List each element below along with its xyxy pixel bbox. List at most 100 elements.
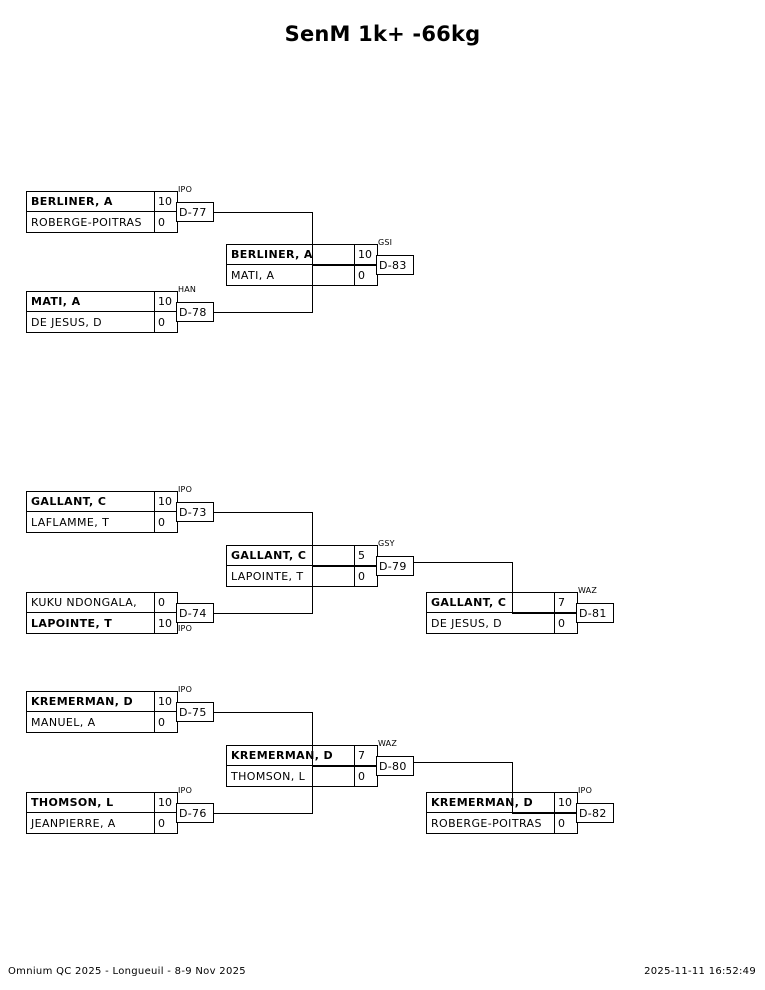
- participant-name: DE JESUS, D: [431, 616, 502, 630]
- footer-event-label: Omnium QC 2025 - Longueuil - 8-9 Nov 202…: [8, 966, 246, 977]
- table-row[interactable]: BERLINER, A 10: [226, 244, 378, 265]
- table-row[interactable]: DE JESUS, D 0: [426, 613, 578, 634]
- connector-d77-down: [312, 212, 313, 265]
- match-type-label: GSY: [378, 539, 395, 548]
- table-row[interactable]: THOMSON, L 10: [26, 792, 178, 813]
- match-box[interactable]: GALLANT, C 7 DE JESUS, D 0: [426, 592, 578, 634]
- connector-d77-out: [213, 212, 313, 213]
- match-box[interactable]: THOMSON, L 10 JEANPIERRE, A 0: [26, 792, 178, 834]
- participant-score: 10: [154, 492, 177, 511]
- connector-d75-out: [213, 712, 313, 713]
- participant-name: KREMERMAN, D: [231, 749, 334, 762]
- table-row[interactable]: GALLANT, C 7: [426, 592, 578, 613]
- match-type-label: IPO: [578, 786, 593, 795]
- match-box[interactable]: KUKU NDONGALA, 0 LAPOINTE, T 10: [26, 592, 178, 634]
- table-row[interactable]: GALLANT, C 5: [226, 545, 378, 566]
- connector-into-d79: [312, 566, 378, 567]
- table-row[interactable]: MANUEL, A 0: [26, 712, 178, 733]
- match-box[interactable]: BERLINER, A 10 ROBERGE-POITRAS 0: [26, 191, 178, 233]
- table-row[interactable]: LAFLAMME, T 0: [26, 512, 178, 533]
- participant-name: LAPOINTE, T: [31, 616, 113, 630]
- match-id-badge[interactable]: D-74: [176, 603, 214, 623]
- participant-score: 0: [154, 712, 177, 732]
- table-row[interactable]: DE JESUS, D 0: [26, 312, 178, 333]
- connector-into-d80: [312, 766, 378, 767]
- table-row[interactable]: KREMERMAN, D 10: [426, 792, 578, 813]
- match-box[interactable]: KREMERMAN, D 10 ROBERGE-POITRAS 0: [426, 792, 578, 834]
- match-type-label: WAZ: [378, 739, 398, 748]
- participant-score: 10: [154, 613, 177, 633]
- participant-score: 0: [154, 593, 177, 612]
- participant-name: MATI, A: [231, 268, 275, 282]
- connector-d78-out: [213, 312, 313, 313]
- match-box[interactable]: GALLANT, C 5 LAPOINTE, T 0: [226, 545, 378, 587]
- participant-score: 0: [354, 265, 377, 285]
- match-id-badge[interactable]: D-77: [176, 202, 214, 222]
- match-box[interactable]: GALLANT, C 10 LAFLAMME, T 0: [26, 491, 178, 533]
- match-box[interactable]: KREMERMAN, D 10 MANUEL, A 0: [26, 691, 178, 733]
- connector-d79-out: [413, 562, 513, 563]
- table-row[interactable]: ROBERGE-POITRAS 0: [426, 813, 578, 834]
- participant-name: MANUEL, A: [31, 715, 96, 729]
- match-box[interactable]: MATI, A 10 DE JESUS, D 0: [26, 291, 178, 333]
- participant-score: 10: [154, 692, 177, 711]
- connector-d74-out: [213, 613, 313, 614]
- connector-d74-up: [312, 566, 313, 614]
- table-row[interactable]: LAPOINTE, T 10: [26, 613, 178, 634]
- table-row[interactable]: KREMERMAN, D 7: [226, 745, 378, 766]
- match-id-badge[interactable]: D-82: [576, 803, 614, 823]
- participant-score: 0: [154, 212, 177, 232]
- match-type-label: HAN: [178, 285, 197, 294]
- participant-score: 10: [554, 793, 577, 812]
- participant-score: 0: [354, 766, 377, 786]
- match-box[interactable]: BERLINER, A 10 MATI, A 0: [226, 244, 378, 286]
- table-row[interactable]: MATI, A 0: [226, 265, 378, 286]
- match-id-badge[interactable]: D-73: [176, 502, 214, 522]
- participant-name: DE JESUS, D: [31, 315, 102, 329]
- table-row[interactable]: LAPOINTE, T 0: [226, 566, 378, 587]
- match-id-badge[interactable]: D-79: [376, 556, 414, 576]
- participant-name: LAPOINTE, T: [231, 569, 304, 583]
- participant-score: 0: [154, 813, 177, 833]
- participant-score: 7: [554, 593, 577, 612]
- match-id-badge[interactable]: D-83: [376, 255, 414, 275]
- match-id-badge[interactable]: D-81: [576, 603, 614, 623]
- participant-name: BERLINER, A: [231, 248, 313, 261]
- participant-name: LAFLAMME, T: [31, 515, 110, 529]
- participant-score: 7: [354, 746, 377, 765]
- participant-name: GALLANT, C: [31, 495, 107, 508]
- page-title: SenM 1k+ -66kg: [284, 22, 481, 46]
- table-row[interactable]: MATI, A 10: [26, 291, 178, 312]
- match-box[interactable]: KREMERMAN, D 7 THOMSON, L 0: [226, 745, 378, 787]
- participant-score: 0: [154, 512, 177, 532]
- connector-d73-out: [213, 512, 313, 513]
- table-row[interactable]: KUKU NDONGALA, 0: [26, 592, 178, 613]
- match-type-label: IPO: [178, 685, 193, 694]
- footer-timestamp: 2025-11-11 16:52:49: [644, 966, 756, 977]
- participant-name: GALLANT, C: [231, 549, 307, 562]
- participant-name: GALLANT, C: [431, 596, 507, 609]
- table-row[interactable]: BERLINER, A 10: [26, 191, 178, 212]
- connector-d80-down: [512, 762, 513, 813]
- match-id-badge[interactable]: D-80: [376, 756, 414, 776]
- match-id-badge[interactable]: D-76: [176, 803, 214, 823]
- table-row[interactable]: KREMERMAN, D 10: [26, 691, 178, 712]
- participant-name: ROBERGE-POITRAS: [431, 816, 542, 830]
- connector-d79-down: [512, 562, 513, 613]
- match-type-label: WAZ: [578, 586, 598, 595]
- connector-into-d83: [312, 265, 378, 266]
- participant-score: 0: [554, 813, 577, 833]
- table-row[interactable]: ROBERGE-POITRAS 0: [26, 212, 178, 233]
- table-row[interactable]: THOMSON, L 0: [226, 766, 378, 787]
- connector-into-d82: [512, 813, 578, 814]
- table-row[interactable]: JEANPIERRE, A 0: [26, 813, 178, 834]
- match-id-badge[interactable]: D-75: [176, 702, 214, 722]
- participant-score: 0: [154, 312, 177, 332]
- match-type-label: IPO: [178, 624, 193, 633]
- connector-d78-up: [312, 265, 313, 313]
- table-row[interactable]: GALLANT, C 10: [26, 491, 178, 512]
- connector-d76-out: [213, 813, 313, 814]
- participant-score: 5: [354, 546, 377, 565]
- match-type-label: IPO: [178, 185, 193, 194]
- match-id-badge[interactable]: D-78: [176, 302, 214, 322]
